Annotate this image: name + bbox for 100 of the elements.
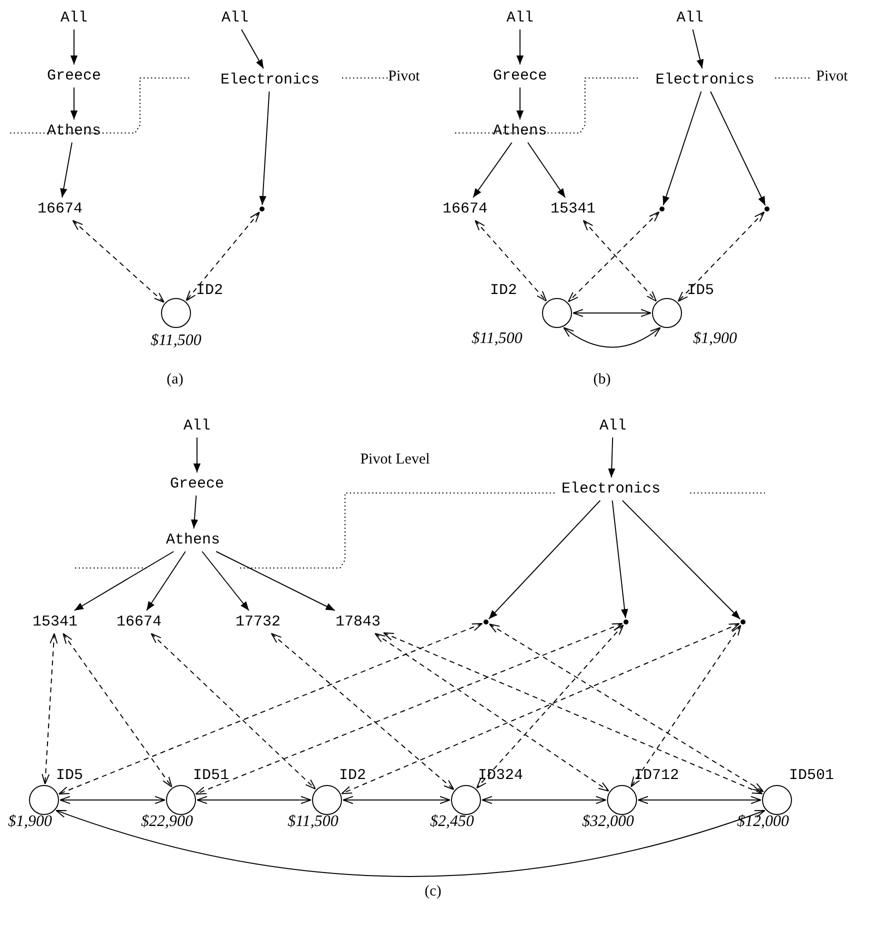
arrow <box>516 87 524 120</box>
value-label: $22,900 <box>141 814 193 830</box>
dashed-arrow <box>341 623 740 794</box>
arrow <box>146 551 186 611</box>
node-id-label: ID501 <box>789 768 834 783</box>
node-label: Electronics <box>219 70 321 90</box>
node-label: All <box>220 8 250 28</box>
annotation-text: Pivot <box>388 68 420 86</box>
node-id-label: ID712 <box>634 768 680 783</box>
node-label: 16674 <box>442 200 488 218</box>
arrow <box>60 142 72 198</box>
dashed-arrow <box>270 633 454 790</box>
node-id-label: ID2 <box>490 283 517 298</box>
node-label: All <box>182 416 212 436</box>
node-label: Athens <box>492 122 548 140</box>
node-label: Athens <box>165 530 221 550</box>
dashed-arrow <box>383 632 763 794</box>
arrow <box>710 91 766 206</box>
node-label: Electronics <box>560 480 662 498</box>
arrow <box>488 500 601 620</box>
node-label: All <box>598 416 628 436</box>
node-label: All <box>506 8 534 28</box>
node-id-label: ID51 <box>193 768 230 783</box>
dashed-arrow <box>62 633 172 788</box>
node-id-label: ID2 <box>339 768 366 783</box>
value-label: $12,000 <box>737 814 789 830</box>
dashed-arrow <box>58 623 483 795</box>
arrow <box>259 91 270 206</box>
annotation-text: (c) <box>424 884 442 900</box>
node-label: 15341 <box>32 612 78 632</box>
dot-marker <box>484 620 488 624</box>
value-label: $11,500 <box>472 331 522 347</box>
dashed-arrow <box>474 220 547 302</box>
value-label: $1,900 <box>693 331 737 347</box>
node-id-label: ID5 <box>56 768 84 783</box>
node-label: 16674 <box>36 200 84 218</box>
arrow <box>190 495 198 529</box>
value-label: $1,900 <box>8 814 52 830</box>
arrow <box>516 29 524 65</box>
node-label: Athens <box>46 122 102 140</box>
dot-marker <box>740 620 746 624</box>
arrow <box>563 327 661 348</box>
arrow <box>196 796 312 804</box>
arrow <box>527 142 566 198</box>
annotation-text: Pivot <box>816 68 848 86</box>
arrow <box>56 810 766 877</box>
node-label: Greece <box>46 66 102 86</box>
dashed-arrow <box>630 624 742 788</box>
arrow <box>342 796 450 804</box>
value-label: $11,500 <box>288 814 338 830</box>
dot-marker <box>764 206 770 212</box>
dot-marker <box>260 206 264 212</box>
dashed-arrow <box>195 622 623 795</box>
node-label: 17843 <box>334 612 382 632</box>
dashed-arrow <box>678 211 765 302</box>
arrow <box>482 796 606 804</box>
dashed-arrow <box>150 633 316 790</box>
arrow <box>612 500 628 619</box>
dashed-arrow <box>582 220 657 302</box>
node-id-label: ID5 <box>687 283 714 298</box>
dashed-arrow <box>476 624 624 789</box>
node-label: 17732 <box>234 612 282 632</box>
value-label: $2,450 <box>430 814 474 830</box>
node-label: Greece <box>169 474 225 494</box>
dashed-arrow <box>72 220 165 303</box>
node-label: All <box>60 8 88 28</box>
arrow <box>70 29 78 65</box>
dot-marker <box>624 620 628 624</box>
arrow <box>608 437 616 478</box>
value-label: $32,000 <box>582 814 634 830</box>
node-label: 16674 <box>116 612 162 632</box>
annotation-text: Pivot Level <box>360 452 430 468</box>
arrow <box>193 437 201 473</box>
node-label: All <box>676 8 704 28</box>
node-label: 15341 <box>550 200 596 218</box>
dashed-arrow <box>374 633 610 792</box>
arrow <box>241 29 264 69</box>
value-label: $11,500 <box>150 333 202 349</box>
arrow <box>216 551 336 611</box>
node-label: Electronics <box>654 70 756 90</box>
arrow <box>692 29 704 69</box>
annotation-text: (b) <box>593 372 611 388</box>
arrow <box>60 796 166 804</box>
node-id-label: ID324 <box>478 768 524 783</box>
dashed-arrow <box>42 633 58 785</box>
arrow <box>472 142 512 198</box>
arrow <box>638 796 762 804</box>
dashed-arrow <box>186 212 260 302</box>
dashed-arrow <box>568 211 660 302</box>
arrow <box>202 551 250 611</box>
arrow <box>662 91 702 206</box>
annotation-text: (a) <box>166 372 184 388</box>
arrow <box>572 309 652 317</box>
arrow <box>622 500 741 620</box>
arrow <box>74 551 174 611</box>
node-label: Greece <box>492 66 548 86</box>
arrow <box>70 87 78 120</box>
node-id-label: ID2 <box>196 283 224 298</box>
dot-marker <box>660 206 664 212</box>
dashed-arrow <box>488 624 764 792</box>
